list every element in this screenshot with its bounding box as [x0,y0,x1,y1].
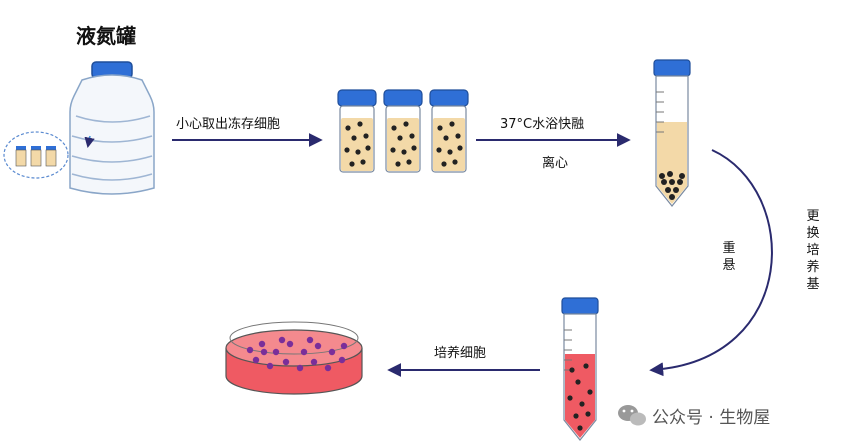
cell [455,133,461,139]
cell [296,364,304,372]
cryovial [429,89,469,173]
cell [340,342,348,350]
mini-vial [30,146,42,167]
cell [397,135,403,141]
mini-vial [45,146,57,167]
cell [447,149,453,155]
cell [579,401,585,407]
arrow-resuspend [649,149,773,377]
cell [360,159,366,165]
cell [661,179,667,185]
cell [667,171,673,177]
cell [403,121,409,127]
cell [575,379,581,385]
cell [395,161,401,167]
cell [286,340,294,348]
dish-cells [246,336,348,372]
step-culture-label: 培养细胞 [434,346,487,361]
cell [310,358,318,366]
step-thaw-label: 37°C水浴快融 [500,117,585,132]
cell [391,125,397,131]
centrifuge-tube-red [561,297,599,441]
cell [282,358,290,366]
cell [365,145,371,151]
tank-cutaway [3,131,69,179]
cell [260,348,268,356]
step-centrifuge-label: 离心 [542,156,569,171]
cell [328,348,336,356]
cell [390,147,396,153]
cell [577,425,583,431]
cell [258,340,266,348]
cell [246,346,254,354]
wechat-icon [618,405,646,426]
cell [338,356,346,364]
cell [587,389,593,395]
cell [583,363,589,369]
petri-dish [225,321,363,395]
cryovial-group [337,89,469,173]
cell [272,348,280,356]
cell [357,121,363,127]
cell [266,362,274,370]
watermark: 公众号 · 生物屋 [612,403,770,428]
cell [363,133,369,139]
cell [673,187,679,193]
cell [449,121,455,127]
cell [669,179,675,185]
cell [679,173,685,179]
liquid-nitrogen-tank [69,61,155,195]
cell [569,367,575,373]
cell [437,125,443,131]
cell [401,149,407,155]
cell [278,336,286,344]
cell [659,173,665,179]
cryovial [383,89,423,173]
cell [441,161,447,167]
cell [585,411,591,417]
step-change-medium-label: 更换培养基 [806,209,820,292]
cell-pellet [659,171,685,200]
cell [300,348,308,356]
cell [665,187,671,193]
step-take-out-label: 小心取出冻存细胞 [176,117,281,132]
cell [344,147,350,153]
cryovial [337,89,377,173]
cell [351,135,357,141]
cell [573,413,579,419]
cell [457,145,463,151]
tank-title: 液氮罐 [76,24,136,48]
cell [669,194,675,200]
cell [567,395,573,401]
cell [324,364,332,372]
cell [345,125,351,131]
watermark-text: 公众号 · 生物屋 [652,408,771,428]
centrifuge-tube-yellow [653,59,691,207]
cell [443,135,449,141]
cell [252,356,260,364]
cell [355,149,361,155]
step-resuspend-label: 重悬 [722,241,736,273]
cell [306,336,314,344]
cell [349,161,355,167]
cell [436,147,442,153]
cell [411,145,417,151]
mini-vial [15,146,27,167]
cell [406,159,412,165]
suspended-cells [567,363,593,431]
cell [677,179,683,185]
cell [452,159,458,165]
cell [314,342,322,350]
cell [409,133,415,139]
